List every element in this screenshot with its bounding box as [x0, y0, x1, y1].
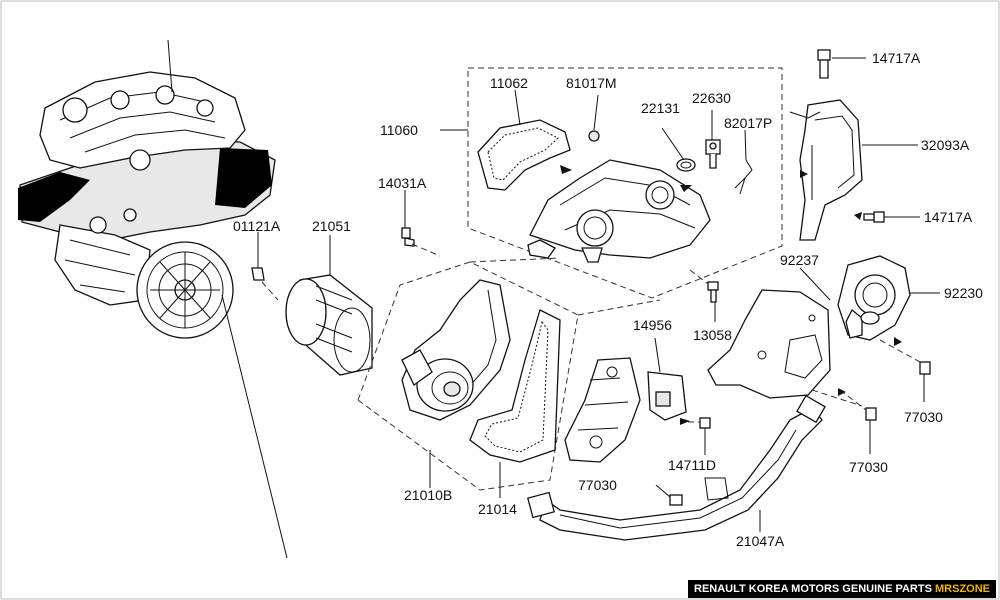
guide-line: [221, 294, 288, 559]
label-01121a: 01121A: [233, 218, 281, 234]
label-77030-right: 77030: [904, 409, 943, 425]
bolt-14717a-mid: [863, 211, 885, 223]
label-14717a-mid: 14717A: [924, 209, 973, 225]
label-21010b: 21010B: [404, 487, 452, 503]
coolant-housing: [564, 357, 641, 463]
bolt-77030-left: [669, 494, 683, 506]
bolt-77030-lower: [865, 407, 877, 421]
label-14031a: 14031A: [378, 175, 427, 191]
water-pump: [401, 279, 511, 421]
gasket-11062: [477, 119, 571, 191]
footer-banner: RENAULT KOREA MOTORS GENUINE PARTS MRSZO…: [688, 580, 996, 598]
bolt-14717a-top: [817, 49, 831, 79]
bolt-77030-right: [919, 361, 931, 375]
bolt-14031a: [401, 227, 415, 247]
group-box-21010b: [357, 261, 579, 491]
valve-14956: [647, 371, 687, 421]
arrow-markers: [560, 165, 902, 425]
label-14956: 14956: [633, 317, 672, 333]
label-14717a-top: 14717A: [872, 50, 921, 66]
label-82017p: 82017P: [724, 115, 772, 131]
label-32093a: 32093A: [921, 137, 970, 153]
label-11062: 11062: [490, 75, 528, 91]
pulley-21051: [285, 274, 373, 376]
label-81017m: 81017M: [566, 75, 617, 91]
label-11060: 11060: [380, 122, 418, 138]
label-77030-left: 77030: [578, 477, 617, 493]
label-22630: 22630: [692, 90, 731, 106]
label-77030-lower: 77030: [849, 459, 888, 475]
group-box-11060: [467, 67, 783, 299]
bracket-32093a: [789, 99, 863, 241]
label-22131: 22131: [641, 100, 680, 116]
bolt-13058: [707, 281, 719, 303]
plug-81017m: [588, 130, 600, 142]
bolt-01121a: [251, 267, 265, 281]
gasket-plate-92237: [707, 289, 831, 399]
bolt-14711d: [699, 417, 711, 429]
water-outlet-housing: [527, 159, 711, 263]
footer-text: RENAULT KOREA MOTORS GENUINE PARTS: [694, 583, 935, 595]
clip-82017p: [734, 159, 753, 195]
label-13058: 13058: [693, 327, 732, 343]
leader-lines: [257, 89, 940, 532]
label-21051: 21051: [312, 218, 351, 234]
label-14711d: 14711D: [668, 457, 716, 473]
label-21014: 21014: [478, 501, 517, 517]
label-92237: 92237: [780, 252, 819, 268]
footer-brand: MRSZONE: [935, 583, 990, 595]
label-21047a: 21047A: [736, 533, 785, 549]
pipe-21047a: [526, 394, 826, 541]
oring-22131: [676, 158, 696, 172]
engine-assembly: [18, 39, 276, 339]
thermostat-housing-92230: [837, 255, 911, 341]
sensor-22630: [705, 139, 721, 169]
label-92230: 92230: [944, 285, 983, 301]
